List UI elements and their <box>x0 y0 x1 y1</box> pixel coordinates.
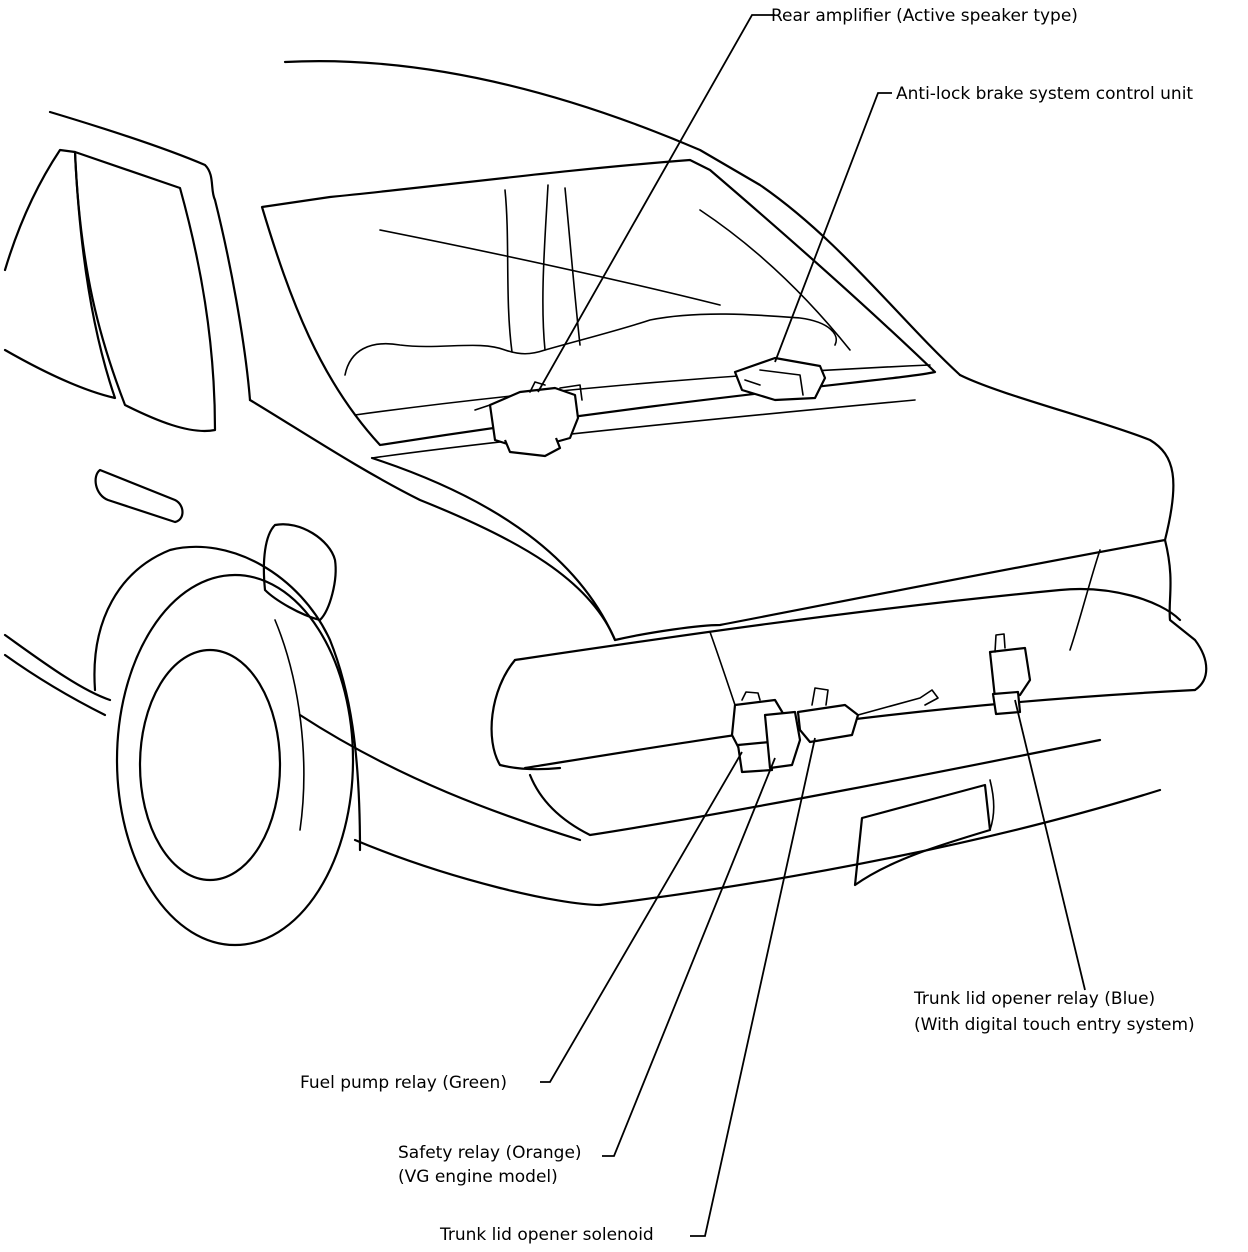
label-trunk-solenoid: Trunk lid opener solenoid <box>440 1225 654 1245</box>
headrest-post-c <box>564 187 581 346</box>
leader-trunk-relay <box>1014 699 1086 991</box>
trunk-edge-right <box>1163 538 1208 692</box>
label-fuel-pump-relay: Fuel pump relay (Green) <box>300 1073 507 1093</box>
label-rear-amplifier: Rear amplifier (Active speaker type) <box>771 6 1078 26</box>
rear-window-outer <box>260 158 937 447</box>
leader-safety-relay <box>602 757 776 1157</box>
leader-abs-control-unit <box>774 92 892 363</box>
trunk-lid-top <box>370 373 1175 642</box>
label-abs-control-unit: Anti-lock brake system control unit <box>896 84 1194 104</box>
door-handle <box>94 468 184 524</box>
rocker-line-b <box>3 653 107 717</box>
label-trunk-relay-line1: Trunk lid opener relay (Blue) <box>914 989 1156 1009</box>
wheel-rim <box>138 648 282 882</box>
parcel-shelf-front <box>354 364 931 416</box>
tire-outer <box>115 573 355 947</box>
tire-tread <box>274 619 305 831</box>
side-window-rear <box>73 150 217 433</box>
taillight-band-bottom <box>523 688 1197 770</box>
rear-seat-back <box>344 313 837 376</box>
wheel-arch <box>93 545 362 852</box>
bumper-bottom <box>353 788 1162 907</box>
bumper-lower-seam <box>989 779 995 831</box>
bumper-top <box>528 738 1102 837</box>
license-plate-recess <box>853 783 992 887</box>
roof-outline <box>283 60 962 377</box>
label-trunk-relay-line2: (With digital touch entry system) <box>914 1015 1195 1035</box>
rear-amplifier-part <box>474 381 583 458</box>
taillight-band-top <box>513 587 1182 662</box>
trunk-relay-part <box>988 633 1032 716</box>
taillight-left <box>490 658 562 771</box>
rear-window-inner <box>699 209 851 351</box>
trunk-crease <box>1069 549 1101 651</box>
abs-control-unit-part <box>733 356 827 402</box>
seat-line <box>379 229 721 306</box>
trunk-solenoid-part <box>796 687 939 744</box>
side-window-front <box>3 148 117 400</box>
safety-relay-part <box>763 710 802 770</box>
bumper-side <box>298 713 582 842</box>
side-roof <box>48 110 252 402</box>
leader-trunk-solenoid <box>690 737 816 1237</box>
label-safety-relay-line1: Safety relay (Orange) <box>398 1143 582 1163</box>
leader-fuel-pump-relay <box>540 751 743 1083</box>
parcel-shelf-rear <box>371 399 916 459</box>
headrest-post-b <box>542 184 549 351</box>
leader-rear-amplifier <box>537 14 775 393</box>
headrest-post-a <box>504 189 513 353</box>
label-safety-relay-line2: (VG engine model) <box>398 1167 558 1187</box>
quarter-panel <box>248 398 617 642</box>
rocker-line-a <box>3 633 112 702</box>
